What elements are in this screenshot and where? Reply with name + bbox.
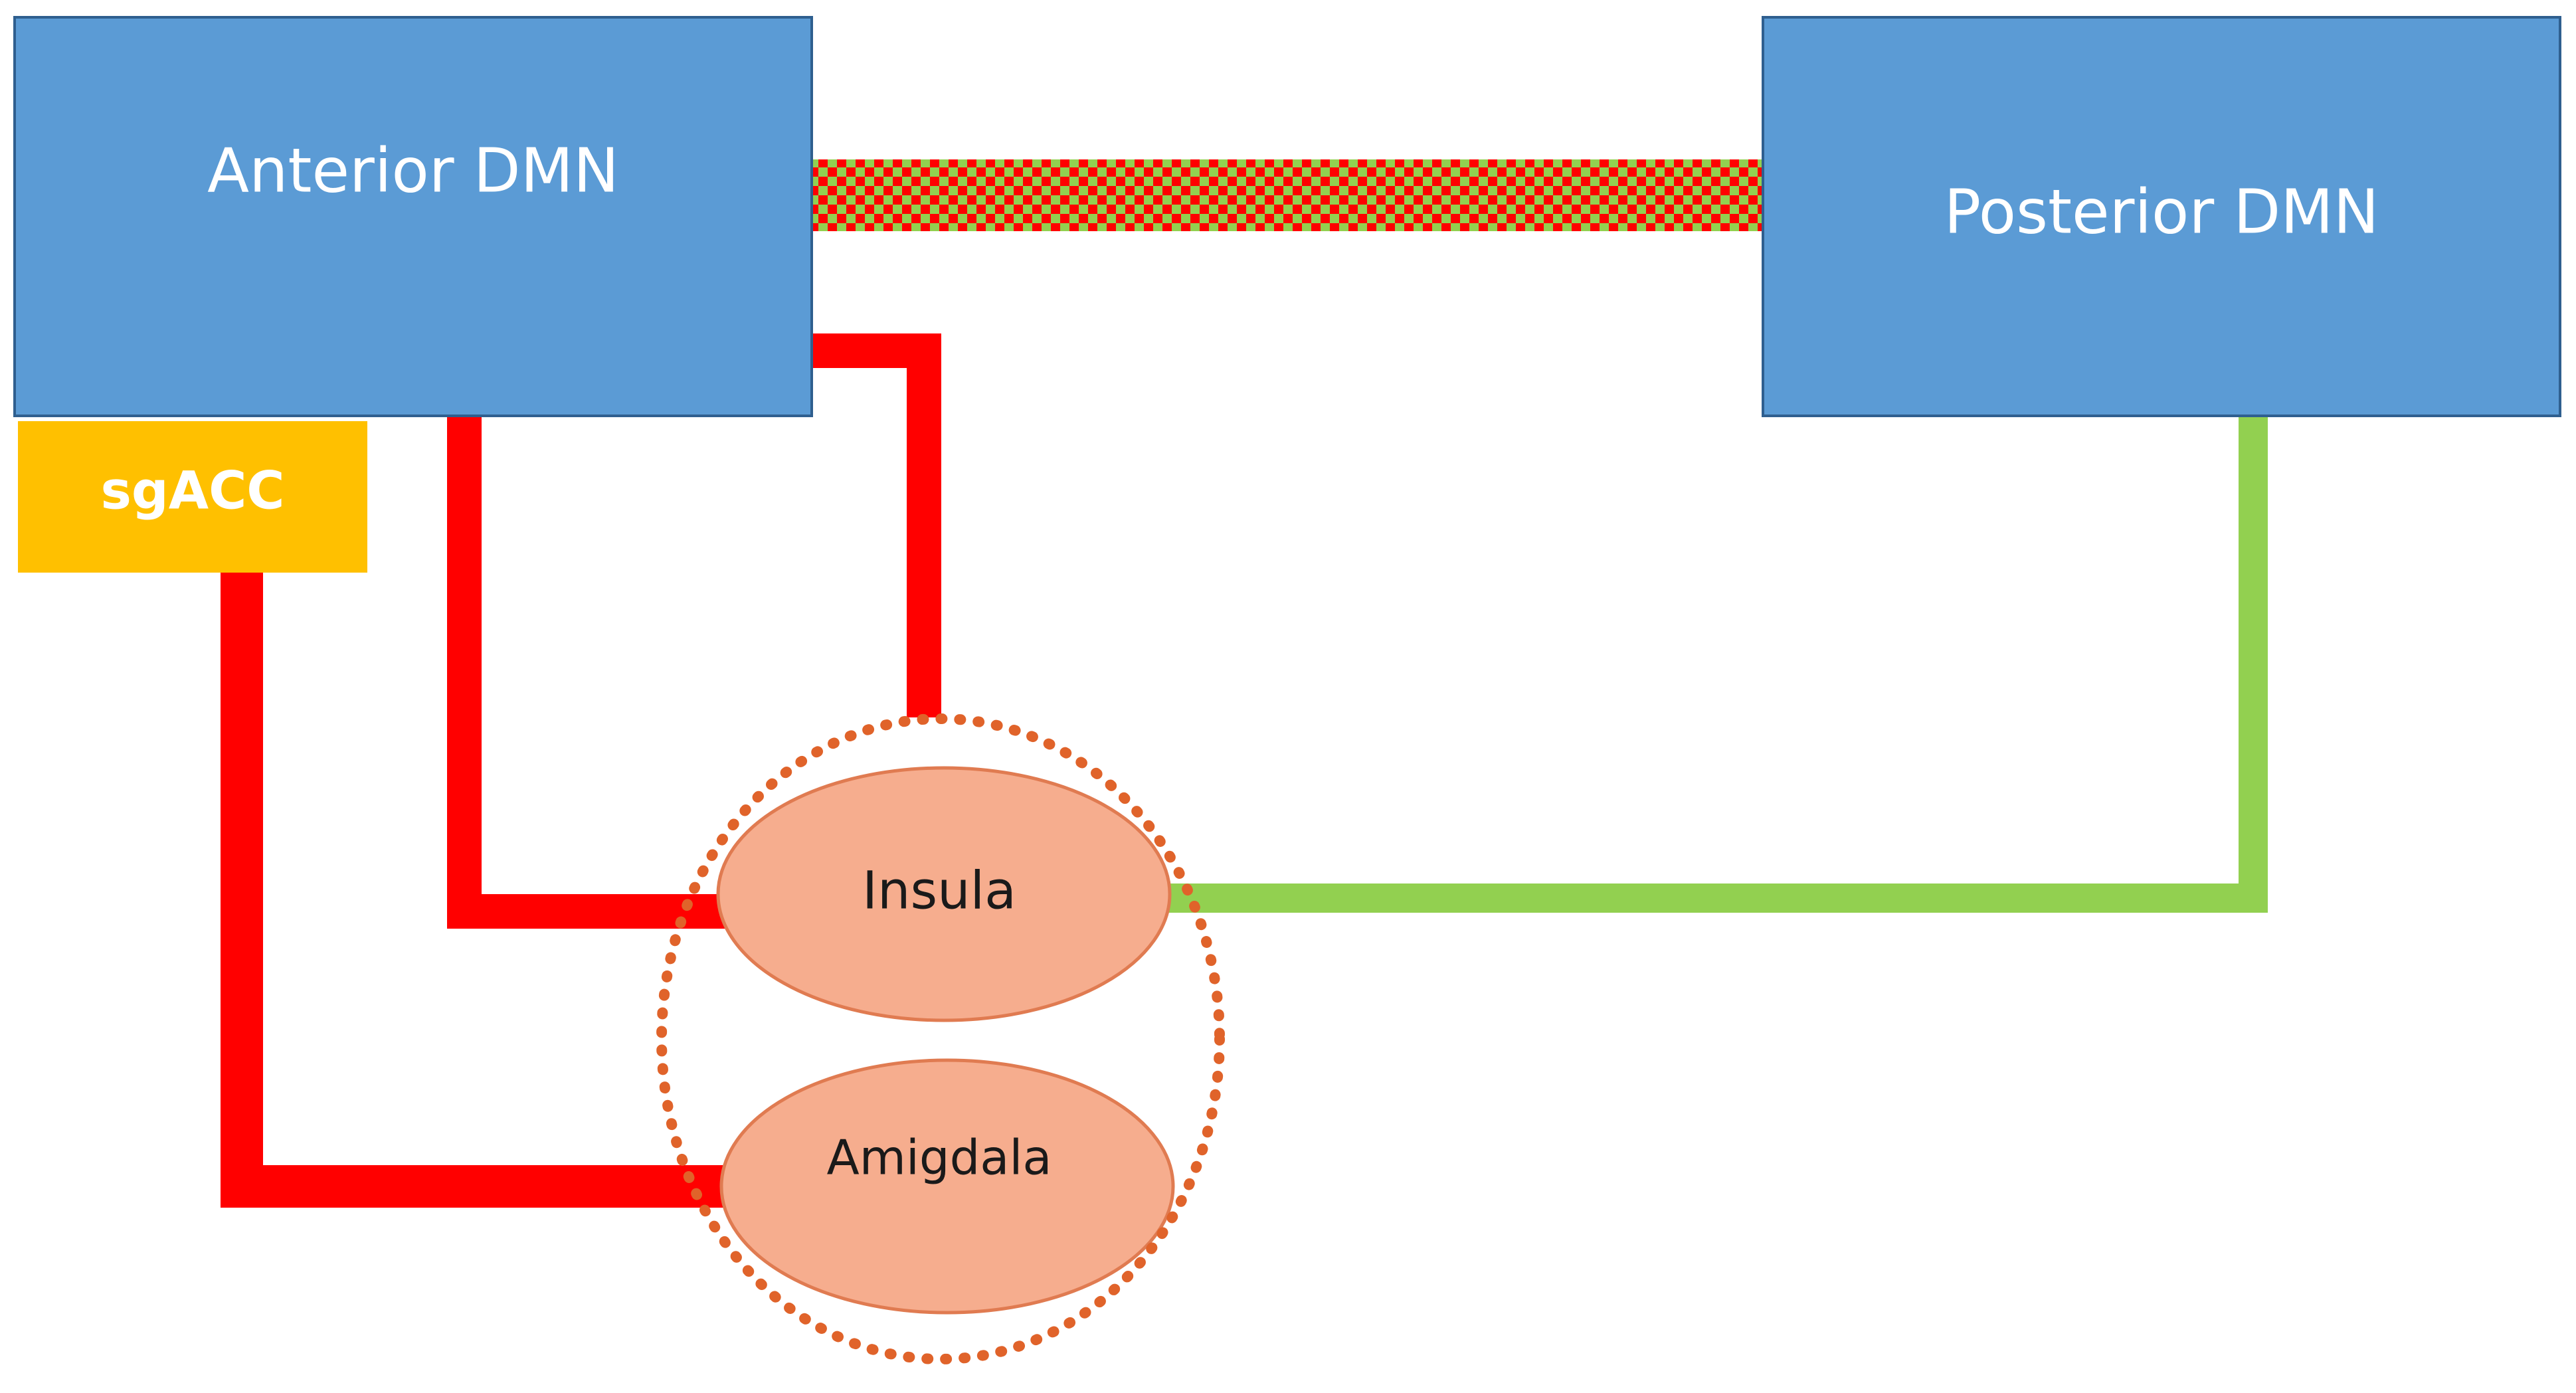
anterior-posterior-link [812, 159, 1764, 231]
sgacc-label: sgACC [100, 461, 284, 521]
insula-node: Insula [716, 766, 1172, 1022]
anterior-to-insula-link-lower [447, 415, 763, 929]
amigdala-node: Amigdala [719, 1058, 1175, 1315]
sgacc-node: sgACC [18, 421, 367, 573]
insula-label: Insula [862, 861, 1016, 921]
amigdala-label: Amigdala [826, 1130, 1052, 1186]
anterior-to-insula-link-upper [812, 333, 941, 717]
anterior-dmn-node: Anterior DMN [13, 16, 813, 417]
sgacc-to-amigdala-link [221, 568, 767, 1208]
insula-amigdala-group-outline [656, 713, 1225, 1364]
anterior-dmn-label: Anterior DMN [207, 135, 619, 206]
insula-to-posterior-link [1117, 417, 2268, 913]
posterior-dmn-label: Posterior DMN [1944, 176, 2379, 247]
posterior-dmn-node: Posterior DMN [1762, 16, 2561, 417]
